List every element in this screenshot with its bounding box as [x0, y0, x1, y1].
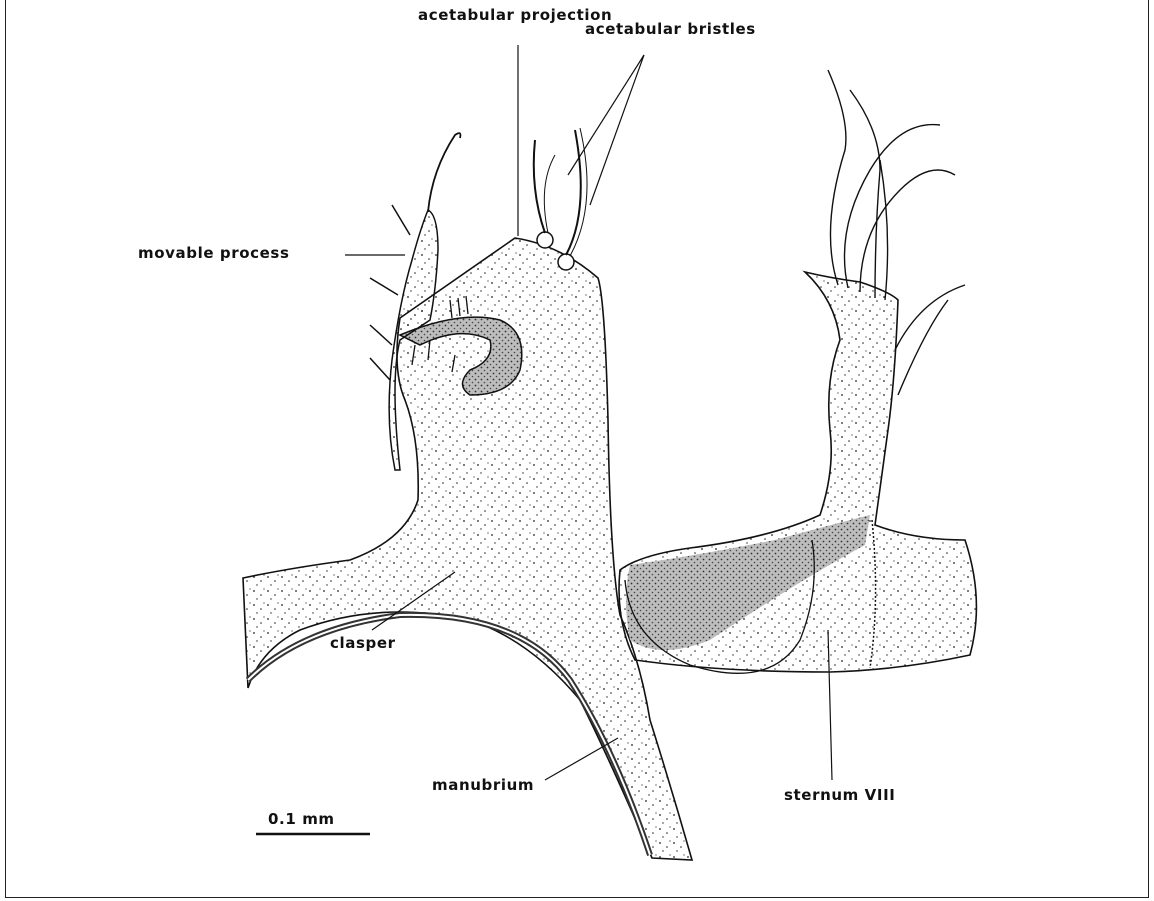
acetabular-bristle-1	[534, 140, 545, 233]
label-sternum-viii: sternum VIII	[784, 786, 895, 804]
label-acetabular-bristles: acetabular bristles	[585, 20, 756, 38]
label-scale-bar: 0.1 mm	[268, 810, 335, 828]
label-acetabular-projection: acetabular projection	[418, 6, 612, 24]
sternum-viii	[619, 70, 976, 673]
clasper-body	[243, 128, 692, 860]
leader-acetabular-bristles-1	[568, 55, 644, 175]
label-movable-process: movable process	[138, 244, 289, 262]
label-manubrium: manubrium	[432, 776, 534, 794]
label-clasper: clasper	[330, 634, 396, 652]
leader-manubrium	[545, 738, 618, 780]
leader-acetabular-bristles-2	[590, 55, 644, 205]
